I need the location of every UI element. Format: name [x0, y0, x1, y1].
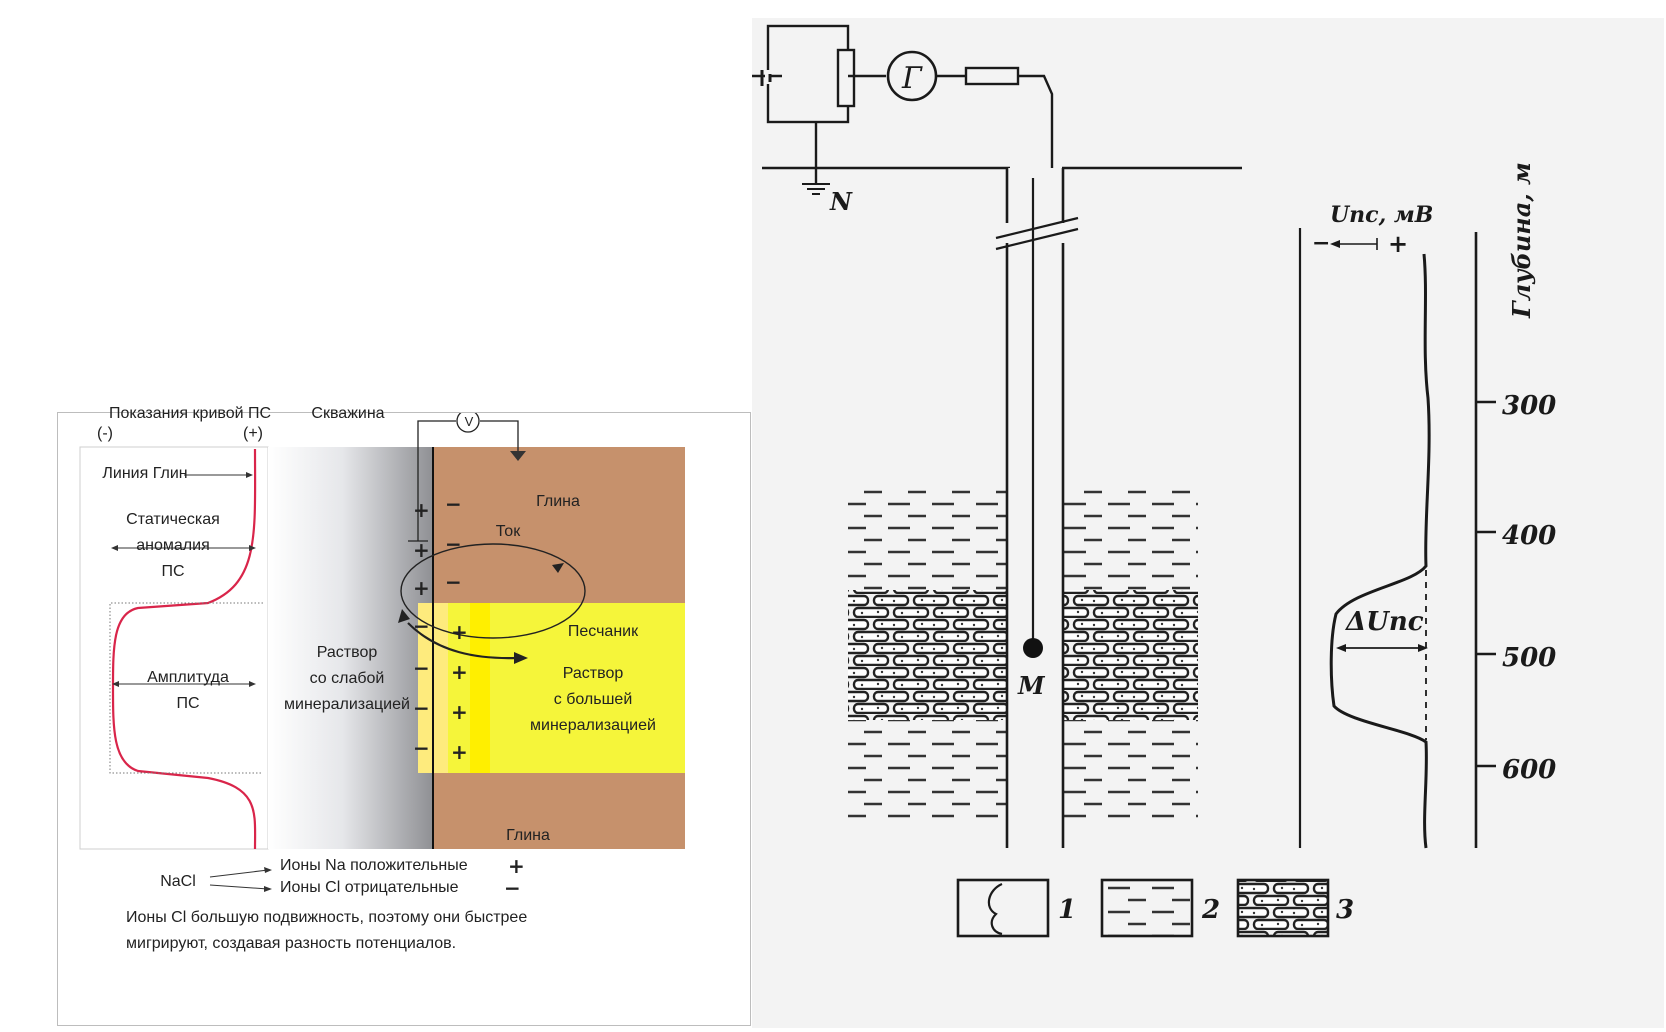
charge-minus: − — [413, 656, 430, 680]
strong-solution-label: Раствор с большей минерализацией — [530, 665, 656, 734]
clay-bottom-label: Глина — [506, 827, 550, 844]
circuit-wire-left — [417, 420, 456, 541]
electrode-n-label: N — [829, 187, 853, 216]
nacl-label: NaCl — [160, 873, 196, 890]
weak-solution-label: Раствор со слабой минерализацией — [284, 644, 410, 713]
cl-minus-sign: − — [504, 876, 521, 900]
charge-minus: − — [413, 736, 430, 760]
delta-usp-label: ΔUпс — [1344, 607, 1424, 637]
legend-label-2: 2 — [1201, 895, 1220, 925]
sp-curve — [1329, 253, 1431, 849]
baseline-guides — [109, 602, 263, 774]
shale-line-label: Линия Глин — [102, 465, 188, 482]
sandstone-label: Песчаник — [567, 623, 639, 640]
minus-sign: − — [1312, 230, 1330, 256]
resistor-icon — [836, 48, 856, 108]
charge-minus: − — [413, 614, 430, 638]
sp-schematic: + − + − + − − + − + − + − + + − Показани… — [57, 405, 751, 1026]
charge-plus: + — [451, 700, 468, 724]
amplitude-label: Амплитуда ПС — [147, 669, 229, 712]
galvanometer-symbol: Г — [901, 61, 923, 96]
break-mark — [995, 216, 1079, 240]
charge-minus: − — [445, 532, 462, 556]
depth-tick-label: 400 — [1502, 521, 1556, 551]
clay-bottom-layer — [433, 773, 685, 849]
charge-plus: + — [413, 538, 430, 562]
resistor-icon — [964, 66, 1020, 86]
curve-title: Показания кривой ПС — [108, 405, 272, 422]
cl-ions-label: Ионы Cl отрицательные — [280, 879, 459, 896]
charge-minus: − — [445, 570, 462, 594]
charge-minus: − — [413, 696, 430, 720]
current-label: Ток — [495, 523, 521, 540]
depth-tick-label: 300 — [1502, 391, 1556, 421]
legend-box-1 — [956, 878, 1050, 938]
charge-plus: + — [451, 660, 468, 684]
depth-tick-label: 600 — [1502, 755, 1556, 785]
sand-strip — [470, 603, 490, 773]
sp-curve — [111, 448, 257, 850]
borehole-label: Скважина — [311, 405, 385, 422]
voltmeter-icon — [456, 413, 480, 433]
circuit-box — [766, 24, 850, 124]
legend-box-3 — [1236, 878, 1330, 938]
usp-label: Uпс, мВ — [1330, 202, 1433, 228]
ground-electrode — [510, 451, 526, 461]
clay-top-label: Глина — [536, 493, 580, 510]
depth-tick-label: 500 — [1502, 643, 1556, 673]
voltmeter-symbol: V — [464, 414, 474, 429]
positive-sign: (+) — [243, 425, 263, 442]
legend-label-3: 3 — [1336, 895, 1354, 925]
sp-schematic-graphics: + − + − + − − + − + − + − + + − — [79, 413, 685, 900]
na-ions-label: Ионы Na положительные — [280, 857, 468, 874]
charge-plus: + — [413, 576, 430, 600]
legend-label-1: 1 — [1058, 895, 1076, 925]
legend-box-2 — [1100, 878, 1194, 938]
explanation-note: Ионы Cl большую подвижность, поэтому они… — [126, 909, 528, 952]
clay-top-layer — [433, 447, 685, 603]
circuit-wire-right — [480, 420, 519, 453]
charge-plus: + — [451, 740, 468, 764]
charge-plus: + — [451, 620, 468, 644]
negative-sign: (-) — [97, 425, 113, 442]
na-plus-sign: + — [508, 854, 525, 878]
plus-sign: + — [1388, 229, 1408, 258]
sandstone-layer — [418, 603, 685, 773]
sp-well-log-graphics: Г N M Uпс, мВ − + ΔUпс 300 400 500 600 Г… — [752, 24, 1556, 938]
charge-plus: + — [413, 498, 430, 522]
borehole — [268, 447, 433, 849]
current-loop — [400, 543, 586, 639]
charge-minus: − — [445, 492, 462, 516]
static-anomaly-label: Статическая аномалия ПС — [126, 511, 220, 580]
sp-well-log-schematic: Г N M Uпс, мВ − + ΔUпс 300 400 500 600 Г… — [752, 18, 1664, 1028]
current-flow-arrow — [407, 622, 517, 660]
electrode-m — [1023, 638, 1043, 658]
depth-axis-label: Глубина, м — [1507, 162, 1536, 319]
electrode-m-label: M — [1017, 671, 1046, 700]
borehole — [1007, 168, 1063, 848]
